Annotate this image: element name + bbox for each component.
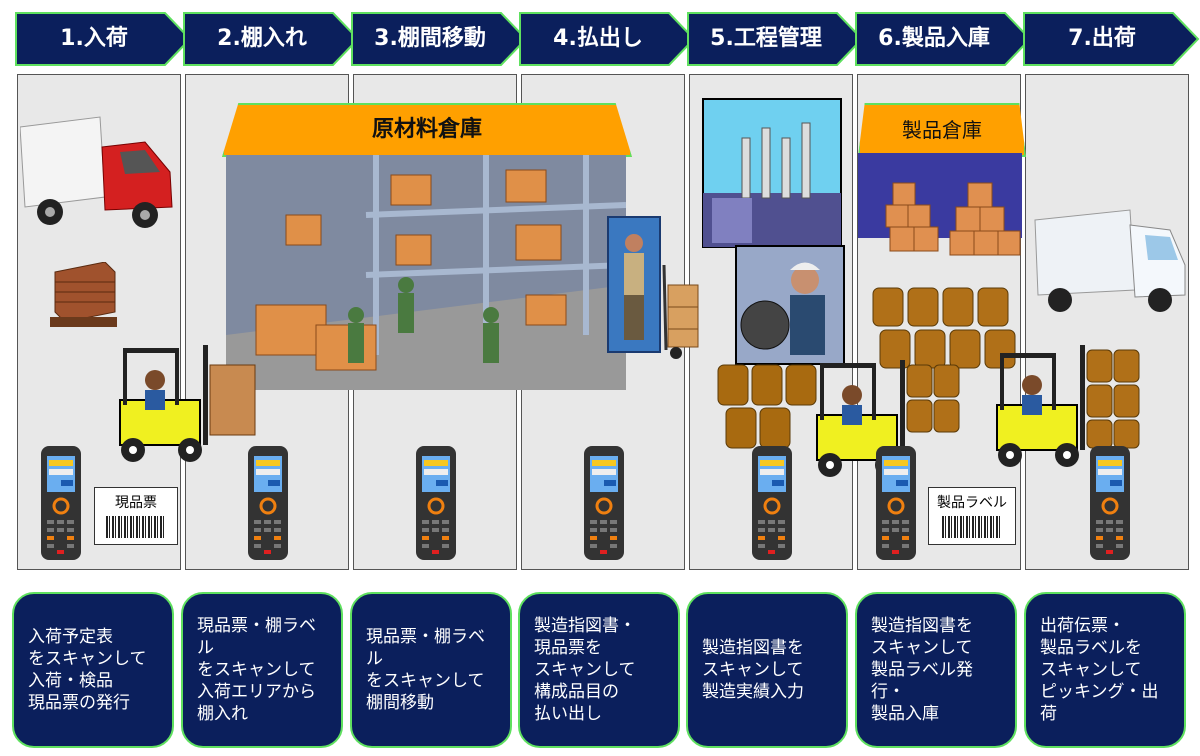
step-description-1: 入荷予定表 をスキャンして 入荷・検品 現品票の発行 — [12, 592, 174, 748]
barcode-icon — [106, 516, 166, 538]
barrels-icon — [717, 364, 817, 449]
step-description-5: 製造指図書を スキャンして 製造実績入力 — [686, 592, 848, 748]
step-description-3: 現品票・棚ラベル をスキャンして 棚間移動 — [350, 592, 512, 748]
label-text: 製品ラベル — [937, 495, 1007, 511]
step-header-1: 1.入荷 — [15, 12, 195, 66]
warehouse-title: 製品倉庫 — [902, 118, 982, 142]
step-label: 3.棚間移動 — [374, 26, 486, 51]
barcode-icon — [942, 516, 1002, 538]
handheld-scanner-icon — [1090, 446, 1130, 560]
handheld-scanner-icon — [584, 446, 624, 560]
handheld-scanner-icon — [876, 446, 916, 560]
warehouse-title: 原材料倉庫 — [371, 117, 482, 142]
factory-worker-icon — [735, 245, 845, 365]
arrow-shape-icon — [519, 12, 696, 66]
delivery-truck-2-icon — [1034, 209, 1186, 312]
arrow-shape-icon — [351, 12, 528, 66]
step-label: 2.棚入れ — [217, 26, 307, 51]
step-description-7: 出荷伝票・ 製品ラベルを スキャンして ピッキング・出荷 — [1024, 592, 1186, 748]
product-boxes-illustration — [858, 153, 1022, 256]
step-label: 1.入荷 — [60, 26, 128, 51]
raw-material-warehouse-banner: 原材料倉庫 — [222, 103, 632, 157]
product-warehouse-banner: 製品倉庫 — [858, 103, 1026, 157]
brick-pallet-icon — [50, 262, 117, 327]
arrow-shape-icon — [1023, 12, 1200, 66]
step-header-5: 5.工程管理 — [687, 12, 867, 66]
factory-icon — [702, 98, 842, 248]
step-header-6: 6.製品入庫 — [855, 12, 1035, 66]
step-description-6: 製造指図書を スキャンして 製品ラベル発行・ 製品入庫 — [855, 592, 1017, 748]
step-label: 4.払出し — [553, 26, 643, 51]
step-description-2: 現品票・棚ラベル をスキャンして 入荷エリアから 棚入れ — [181, 592, 343, 748]
step-header-3: 3.棚間移動 — [351, 12, 531, 66]
worker-handtruck-icon — [607, 216, 699, 359]
handheld-scanner-icon — [41, 446, 81, 560]
step-label: 5.工程管理 — [710, 26, 822, 51]
step-description-4: 製造指図書・ 現品票を スキャンして 構成品目の 払い出し — [518, 592, 680, 748]
forklift-3-icon — [996, 345, 1140, 467]
handheld-scanner-icon — [752, 446, 792, 560]
arrow-shape-icon — [183, 12, 360, 66]
forklift-icon — [119, 345, 256, 462]
step-label: 7.出荷 — [1068, 26, 1136, 51]
arrow-shape-icon — [855, 12, 1032, 66]
warehouse-workers-illustration — [226, 155, 626, 390]
handheld-scanner-icon — [416, 446, 456, 560]
barrels-stack-icon — [872, 287, 1016, 369]
product-barcode-label: 製品ラベル — [928, 487, 1016, 545]
genpinhyo-barcode-label: 現品票 — [94, 487, 178, 545]
step-header-4: 4.払出し — [519, 12, 699, 66]
forklift-2-icon — [816, 360, 960, 477]
handheld-scanner-icon — [248, 446, 288, 560]
delivery-truck-icon — [20, 116, 173, 228]
step-header-2: 2.棚入れ — [183, 12, 363, 66]
step-label: 6.製品入庫 — [878, 26, 990, 51]
label-text: 現品票 — [115, 495, 157, 511]
step-header-7: 7.出荷 — [1023, 12, 1200, 66]
arrow-shape-icon — [687, 12, 864, 66]
arrow-shape-icon — [15, 12, 192, 66]
